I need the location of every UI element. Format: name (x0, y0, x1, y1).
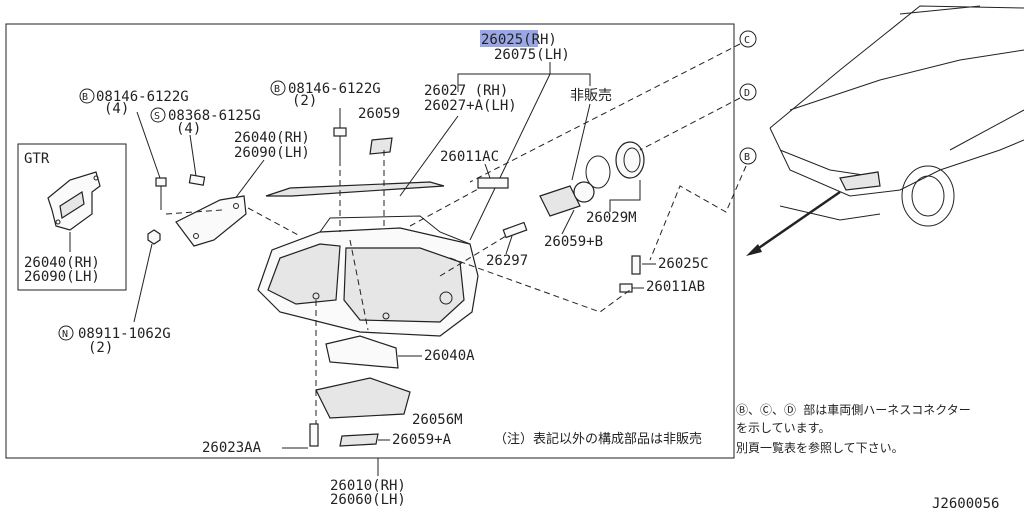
marker-b2-letter: B (274, 84, 280, 95)
highlight-box (480, 30, 538, 47)
part-26059[interactable]: 26059 (358, 106, 400, 122)
diagram-id: J2600056 (932, 496, 999, 511)
bracket-drawing (175, 195, 247, 247)
part-08911-qty: (2) (88, 340, 113, 356)
marker-b-letter: B (82, 92, 88, 103)
part-08146-left[interactable]: 08146-6122G (96, 89, 189, 105)
bolt-drawings (147, 127, 347, 245)
part-26025c[interactable]: 26025C (658, 256, 709, 272)
part-26027a-lh[interactable]: 26027+A(LH) (424, 98, 517, 114)
part-26011ac[interactable]: 26011AC (440, 149, 499, 165)
small-bulb-icon (502, 221, 528, 239)
main-frame (5, 23, 735, 459)
marker-b3-icon (739, 147, 757, 165)
part-26059a[interactable]: 26059+A (392, 432, 452, 448)
part-26011ab[interactable]: 26011AB (646, 279, 705, 295)
marker-n-letter: N (62, 329, 68, 340)
marker-d-letter: D (744, 88, 750, 99)
part-26010-rh[interactable]: 26010(RH) (330, 478, 406, 494)
ballast-unit-26056m (315, 377, 411, 419)
marker-c-letter: C (744, 35, 750, 46)
gtr-inset-box (17, 143, 127, 291)
headlamp-assembly (257, 215, 479, 337)
footnote: （注）表記以外の構成部品は非販売 (494, 431, 702, 447)
part-26025-rh[interactable]: 26025(RH) (481, 32, 557, 48)
marker-s-icon (150, 107, 166, 123)
marker-c-icon (739, 30, 757, 48)
part-26040a[interactable]: 26040A (424, 348, 475, 364)
marker-n-icon (58, 325, 74, 341)
part-26027-rh[interactable]: 26027 (RH) (424, 83, 508, 99)
gtr-label-rh: 26040(RH) (24, 255, 100, 271)
gtr-label-lh: 26090(LH) (24, 269, 100, 285)
note-connector-line3: 別頁一覧表を参照して下さい。 (736, 440, 904, 455)
part-26023aa[interactable]: 26023AA (202, 440, 262, 456)
part-08146-left-qty: (4) (104, 101, 129, 117)
sticker-26059a (339, 433, 379, 447)
part-08368[interactable]: 08368-6125G (168, 108, 261, 124)
part-08368-qty: (4) (176, 121, 201, 137)
part-26075-lh[interactable]: 26075(LH) (494, 47, 570, 63)
screw-26023aa (309, 423, 319, 447)
part-26060-lh[interactable]: 26060(LH) (330, 492, 406, 508)
part-26090-lh[interactable]: 26090(LH) (234, 145, 310, 161)
arrow-head-icon (746, 244, 762, 256)
note-connector-line2: を示しています。 (736, 421, 830, 435)
part-26040-rh[interactable]: 26040(RH) (234, 130, 310, 146)
note-connector-line1: Ⓑ、Ⓒ、Ⓓ 部は車両側ハーネスコネクター (736, 402, 971, 417)
part-26059b[interactable]: 26059+B (544, 234, 603, 250)
bulb-socket-small (477, 177, 509, 189)
bulb-and-cap-drawings (539, 141, 645, 217)
part-08146-mid-qty: (2) (292, 93, 317, 109)
part-26029m[interactable]: 26029M (586, 210, 637, 226)
marker-b3-letter: B (744, 152, 750, 163)
marker-s-letter: S (154, 111, 160, 122)
cover-plate-26040a (325, 335, 399, 369)
gtr-bracket-drawing (47, 171, 101, 252)
label-sticker (369, 137, 393, 155)
car-illustration (769, 5, 1024, 227)
part-26056m[interactable]: 26056M (412, 412, 463, 428)
side-bulb-icon (631, 255, 641, 275)
gtr-title: GTR (24, 151, 50, 167)
marker-d-icon (739, 83, 757, 101)
part-26297[interactable]: 26297 (486, 253, 528, 269)
marker-b-icon (79, 88, 95, 104)
not-for-sale-label: 非販売 (570, 88, 612, 104)
part-08911[interactable]: 08911-1062G (78, 326, 171, 342)
part-08146-mid[interactable]: 08146-6122G (288, 81, 381, 97)
marker-b2-icon (270, 80, 286, 96)
arrow-line (749, 191, 841, 255)
side-socket-icon (619, 283, 633, 293)
stay-bar (265, 181, 445, 197)
